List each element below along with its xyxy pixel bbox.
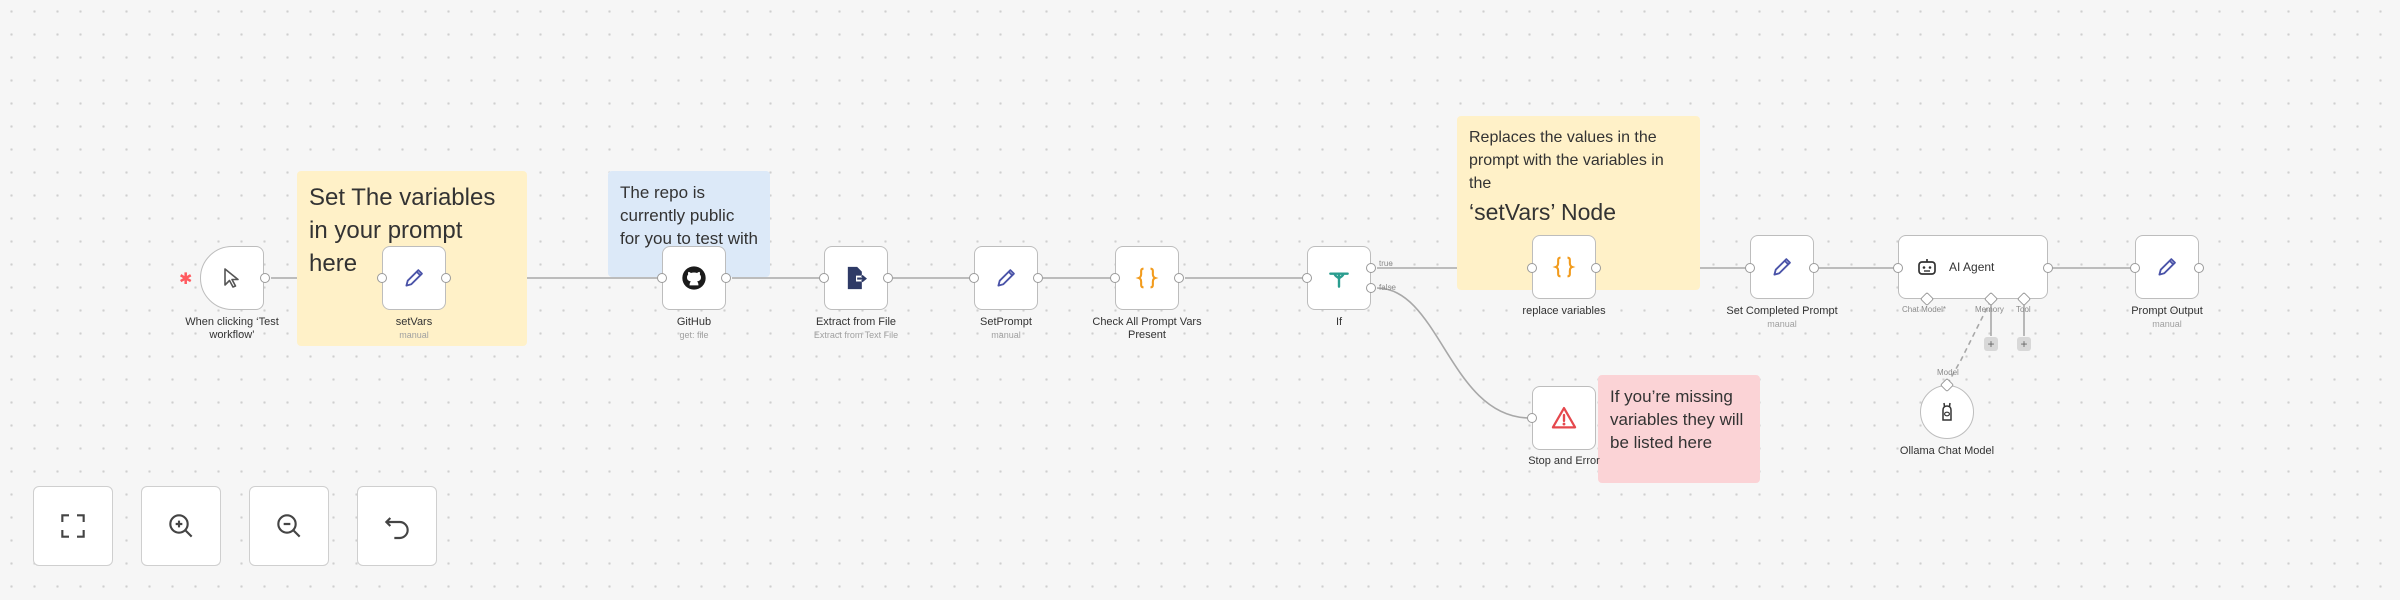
handle-setcompleted-out[interactable] [1809,263,1819,273]
braces-icon [1135,267,1159,289]
cursor-icon [224,268,239,288]
port-agent-chat-model: Chat Model* [1902,305,1947,314]
node-ai-agent[interactable]: AI Agent [1898,235,2048,299]
label-ollama: Ollama Chat Model [1899,445,1995,457]
port-ollama-model: Model [1937,368,1959,377]
edge-agent-ollama [1947,299,1992,384]
zoom-out-button[interactable] [249,486,329,566]
handle-check-in[interactable] [1110,273,1120,283]
node-prompt-output[interactable] [2135,235,2199,299]
sticky-repo-public-text: The repo is currently public for you to … [620,183,758,248]
handle-output-in[interactable] [2130,263,2140,273]
handle-replace-in[interactable] [1527,263,1537,273]
node-if[interactable] [1307,246,1371,310]
handle-setcompleted-in[interactable] [1745,263,1755,273]
if-branch-icon [1329,272,1349,288]
braces-icon [1552,256,1576,278]
label-extract: Extract from File [815,316,897,328]
label-output: Prompt Output [2131,305,2203,317]
edge-if-stop [1376,287,1531,419]
handle-replace-out[interactable] [1591,263,1601,273]
label-setprompt: SetPrompt [980,316,1032,328]
reset-zoom-button[interactable] [357,486,437,566]
sub-extract: Extract from Text File [813,330,899,340]
zoom-in-icon [169,514,193,538]
handle-extract-out[interactable] [883,273,893,283]
port-agent-tool: Tool [2016,305,2031,314]
node-setvars[interactable] [382,246,446,310]
undo-icon [384,517,409,540]
handle-extract-in[interactable] [819,273,829,283]
sub-setcompleted: manual [1767,319,1797,329]
zoom-out-icon [277,514,301,538]
file-export-icon [847,266,867,290]
label-ai-agent: AI Agent [1949,260,1995,274]
handle-check-out[interactable] [1174,273,1184,283]
zoom-in-button[interactable] [141,486,221,566]
sub-github: get: file [679,330,709,340]
handle-setprompt-in[interactable] [969,273,979,283]
handle-setvars-out[interactable] [441,273,451,283]
sub-setprompt: manual [991,330,1021,340]
handle-agent-out[interactable] [2043,263,2053,273]
pencil-icon [405,269,423,287]
label-replace: replace variables [1522,305,1606,317]
pencil-icon [997,269,1015,287]
handle-github-in[interactable] [657,273,667,283]
handle-trigger-out[interactable] [260,273,270,283]
node-extract-from-file[interactable] [824,246,888,310]
sticky-replace-values-emphasis: ‘setVars’ Node [1469,199,1617,225]
handle-if-true[interactable] [1366,263,1376,273]
handle-output-out[interactable] [2194,263,2204,273]
add-memory-button[interactable]: + [1984,337,1998,351]
node-github[interactable] [662,246,726,310]
label-trigger: When clicking ‘Test workflow’ [185,316,279,341]
ollama-icon [1942,402,1952,421]
handle-stop-in[interactable] [1527,413,1537,423]
label-stop: Stop and Error [1528,455,1600,467]
github-icon [682,266,706,290]
node-check-prompt-vars[interactable] [1115,246,1179,310]
node-replace-variables[interactable] [1532,235,1596,299]
port-agent-memory: Memory [1975,305,2004,314]
handle-github-out[interactable] [721,273,731,283]
sticky-missing-variables-text: If you’re missing variables they will be… [1610,387,1744,452]
label-if: If [1335,316,1343,328]
port-if-false: false [1379,283,1396,292]
label-check: Check All Prompt Vars Present [1092,316,1202,341]
node-stop-and-error[interactable] [1532,386,1596,450]
handle-if-false[interactable] [1366,283,1376,293]
add-tool-button[interactable]: + [2017,337,2031,351]
sticky-set-variables-text: Set The variables in your prompt here [309,184,496,277]
pencil-icon [1773,258,1791,276]
handle-agent-in[interactable] [1893,263,1903,273]
sticky-replace-values-text: Replaces the values in the prompt with t… [1469,129,1664,192]
port-if-true: true [1379,259,1393,268]
handle-setprompt-out[interactable] [1033,273,1043,283]
fit-view-button[interactable] [33,486,113,566]
warning-icon [1551,406,1577,429]
handle-if-in[interactable] [1302,273,1312,283]
node-setprompt[interactable] [974,246,1038,310]
label-github: GitHub [676,316,712,328]
trigger-marker-icon: ✱ [179,271,193,288]
node-manual-trigger[interactable] [200,246,264,310]
label-setvars: setVars [395,316,433,328]
pencil-icon [2158,258,2176,276]
handle-setvars-in[interactable] [377,273,387,283]
node-set-completed-prompt[interactable] [1750,235,1814,299]
node-ollama-chat-model[interactable] [1920,385,1974,439]
sub-output: manual [2152,319,2182,329]
robot-icon [1918,259,1936,275]
sticky-missing-variables[interactable]: If you’re missing variables they will be… [1598,375,1760,483]
fit-view-icon [61,514,85,538]
label-setcompleted: Set Completed Prompt [1726,305,1838,317]
sub-setvars: manual [399,330,429,340]
